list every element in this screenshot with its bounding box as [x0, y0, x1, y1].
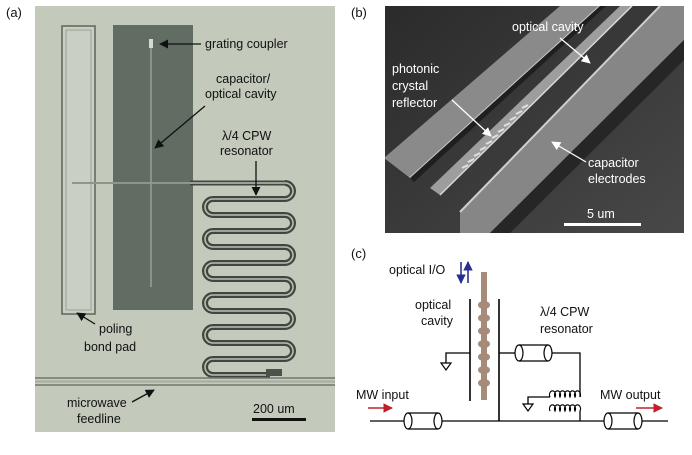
cpw-to-inductor-wire — [552, 352, 581, 397]
arrow-phc — [451, 99, 492, 137]
arrow-capacitor — [154, 105, 206, 149]
label-capacitor-2: optical cavity — [205, 87, 277, 101]
panel-b: (b) — [351, 5, 684, 233]
inductor-upper — [548, 390, 582, 399]
label-cpw-c-1: λ/4 CPW — [540, 305, 590, 319]
scale-bar-a — [252, 418, 306, 421]
panel-a: (a) grating coupler capacitor/ optical c… — [6, 5, 335, 432]
label-phc-3: reflector — [392, 96, 437, 110]
electrode-shadow-top — [410, 6, 606, 182]
label-cpw-c-2: resonator — [540, 322, 593, 336]
label-mw-output: MW output — [600, 388, 661, 402]
label-cap-electrodes-1: capacitor — [588, 156, 639, 170]
grating-coupler-mark — [149, 39, 153, 48]
inductor-lower — [548, 404, 582, 413]
optical-waveguide — [481, 272, 487, 400]
poling-bond-pad-inner — [65, 29, 92, 311]
label-feedline-1: microwave — [67, 396, 127, 410]
arrow-sem-optical-cavity — [559, 37, 591, 64]
label-cpw-1: λ/4 CPW — [222, 129, 272, 143]
scale-label-a: 200 um — [253, 402, 295, 416]
label-mw-input: MW input — [356, 388, 409, 402]
label-optical-io: optical I/O — [389, 263, 446, 277]
label-cavity-1: optical — [415, 298, 451, 312]
panel-b-tag: (b) — [351, 5, 367, 20]
label-poling-2: bond pad — [84, 340, 136, 354]
electrode-shadow-bottom — [490, 40, 684, 233]
label-grating-coupler: grating coupler — [205, 37, 288, 51]
scale-bar-b — [564, 223, 641, 226]
label-cap-electrodes-2: electrodes — [588, 172, 646, 186]
mw-input-resonator-symbol — [403, 412, 443, 430]
capacitor-pad — [113, 25, 193, 310]
mw-output-resonator-symbol — [603, 412, 643, 430]
arrow-feedline — [131, 389, 155, 403]
label-feedline-2: feedline — [77, 412, 121, 426]
scale-label-b: 5 um — [587, 207, 615, 221]
photonic-crystal-teeth — [461, 104, 529, 169]
label-sem-optical-cavity: optical cavity — [512, 20, 584, 34]
ground-symbol-left — [439, 362, 453, 372]
arrow-poling — [76, 312, 96, 325]
poling-bond-pad — [61, 25, 96, 315]
arrow-cap-electrodes — [551, 141, 587, 163]
electrode-strip-top — [385, 6, 600, 178]
label-capacitor-1: capacitor/ — [216, 72, 271, 86]
label-cpw-2: resonator — [220, 144, 273, 158]
electrode-strip-bottom — [460, 6, 684, 233]
panel-c-tag: (c) — [351, 246, 366, 261]
electrode-edge-bottom — [459, 6, 661, 213]
cpw-resonator-symbol — [514, 344, 553, 362]
cavity-ridge-edge — [439, 6, 633, 196]
cavity-ridge — [430, 6, 632, 195]
inductor-ground-wire — [527, 396, 550, 404]
panel-c: (c) optical I/O optical cavity — [351, 246, 668, 430]
left-ground-wire — [445, 352, 470, 363]
label-poling-1: poling — [99, 322, 132, 336]
cpw-end-pad — [266, 369, 282, 376]
cpw-meander-inner — [204, 182, 294, 376]
label-phc-1: photonic — [392, 62, 439, 76]
label-phc-2: crystal — [392, 79, 428, 93]
panel-a-tag: (a) — [6, 5, 22, 20]
label-cavity-2: cavity — [421, 314, 454, 328]
ground-symbol-right — [521, 403, 535, 413]
cavity-bulges — [478, 301, 490, 387]
